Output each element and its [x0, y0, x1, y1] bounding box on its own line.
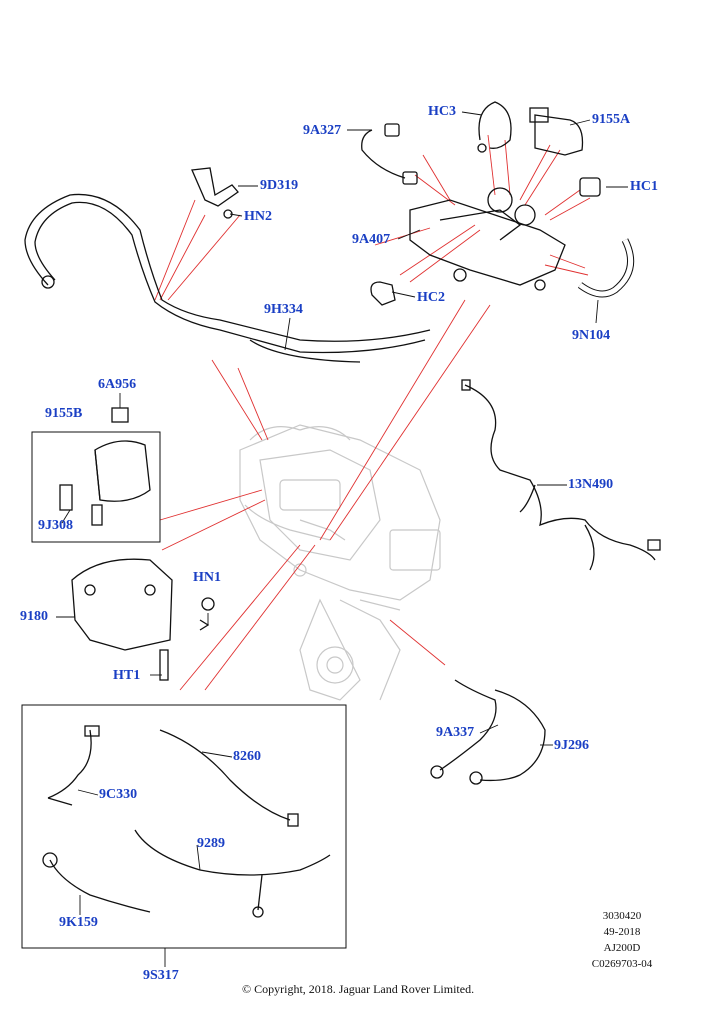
label-9d319[interactable]: 9D319 — [260, 178, 299, 193]
label-9155a[interactable]: 9155A — [592, 112, 631, 127]
label-8260[interactable]: 8260 — [233, 749, 261, 764]
label-9n104[interactable]: 9N104 — [572, 328, 611, 343]
label-9h334[interactable]: 9H334 — [264, 302, 303, 317]
label-6a956[interactable]: 6A956 — [98, 377, 137, 392]
label-hc3[interactable]: HC3 — [428, 104, 456, 119]
label-9k159[interactable]: 9K159 — [59, 915, 98, 930]
copyright-notice: © Copyright, 2018. Jaguar Land Rover Lim… — [242, 982, 475, 996]
engine-assembly-ghost — [239, 424, 441, 701]
label-hn2[interactable]: HN2 — [244, 209, 272, 224]
inset-box-9s317 — [21, 704, 347, 949]
reference-block: 3030420 49-2018 AJ200D C0269703-04 — [572, 908, 672, 972]
label-9a327[interactable]: 9A327 — [303, 123, 342, 138]
inset-box-9155b — [31, 431, 161, 543]
label-hc1[interactable]: HC1 — [630, 179, 658, 194]
label-9j296[interactable]: 9J296 — [554, 738, 589, 753]
label-9289[interactable]: 9289 — [197, 836, 225, 851]
label-ht1[interactable]: HT1 — [113, 668, 141, 683]
label-9155b[interactable]: 9155B — [45, 406, 83, 421]
reference-line-1: 3030420 — [602, 910, 642, 922]
reference-line-3: AJ200D — [603, 942, 641, 954]
label-9s317[interactable]: 9S317 — [143, 968, 179, 983]
label-9a407[interactable]: 9A407 — [352, 232, 391, 247]
label-9180[interactable]: 9180 — [20, 609, 48, 624]
reference-line-4: C0269703-04 — [591, 958, 653, 970]
reference-line-2: 49-2018 — [603, 926, 641, 938]
label-9c330[interactable]: 9C330 — [99, 787, 138, 802]
label-9a337[interactable]: 9A337 — [436, 725, 475, 740]
label-9j308[interactable]: 9J308 — [38, 518, 73, 533]
label-hn1[interactable]: HN1 — [193, 570, 221, 585]
leader-lines — [154, 134, 591, 691]
label-hc2[interactable]: HC2 — [417, 290, 445, 305]
label-13n490[interactable]: 13N490 — [568, 477, 614, 492]
line-art-parts — [24, 101, 661, 918]
